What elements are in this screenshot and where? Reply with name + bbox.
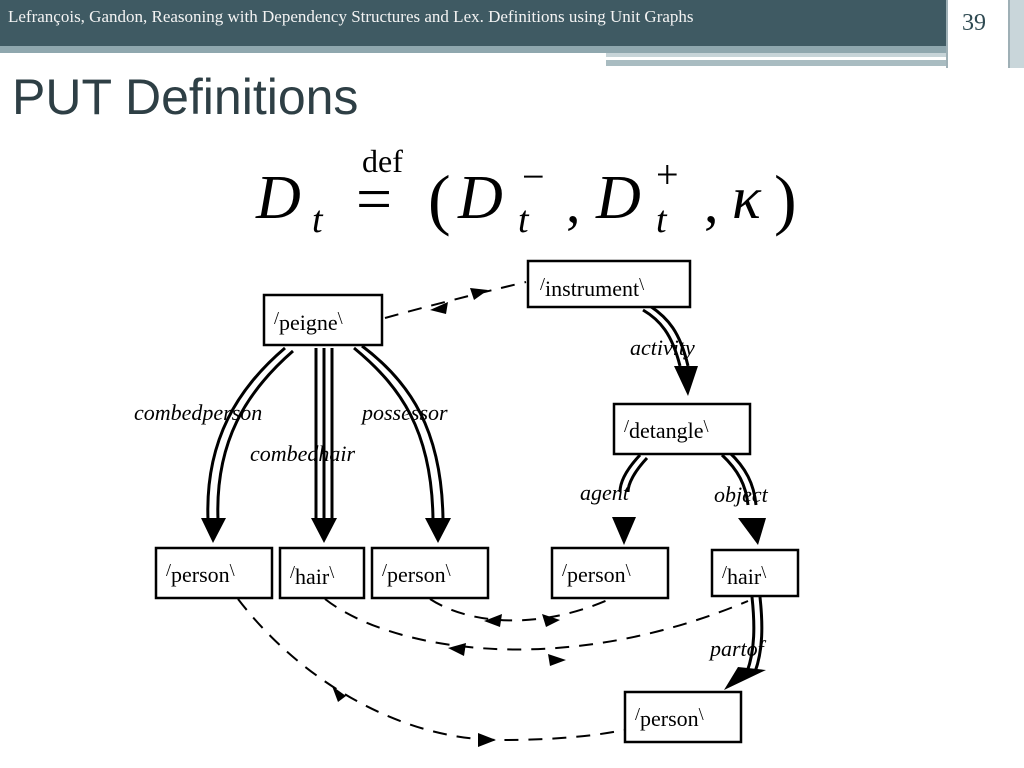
dashed-arrowhead-4 xyxy=(542,614,560,627)
node-hair-combed-text: hair xyxy=(295,564,330,589)
dashed-arrowhead-7 xyxy=(332,686,346,702)
arrowhead-agent xyxy=(612,517,636,545)
edge-activity xyxy=(642,304,690,367)
node-box-instrument xyxy=(526,259,692,309)
arrowhead-combedperson xyxy=(201,518,226,543)
edge-label-possessor: possessor xyxy=(360,400,448,425)
arrowhead-object xyxy=(738,518,766,545)
node-person-possessor-text: person xyxy=(387,562,446,587)
dashed-arrowhead-6 xyxy=(548,654,566,666)
header-rule-mid xyxy=(606,60,946,66)
node-peigne-text: peigne xyxy=(279,310,338,335)
node-hair-object-text: hair xyxy=(727,564,762,589)
edge-label-combedhair: combedhair xyxy=(250,441,356,466)
page-number: 39 xyxy=(962,10,986,36)
edge-object xyxy=(720,450,758,506)
formula-lhs-symbol: D xyxy=(255,164,301,232)
node-box-person-combed xyxy=(154,546,274,600)
definition-formula: D t def = ( D − t , D + t , κ ) xyxy=(255,143,797,241)
formula-d-plus: D xyxy=(595,164,641,232)
node-person-combed-text: person xyxy=(171,562,230,587)
arrowhead-partof xyxy=(724,667,766,690)
node-peigne-label: /peigne\ xyxy=(274,308,343,335)
node-box-hair-object xyxy=(710,548,800,598)
formula-minus-sup: − xyxy=(522,154,545,199)
edge-label-combedperson: combedperson xyxy=(134,400,262,425)
node-detangle-text: detangle xyxy=(629,418,704,443)
dashed-arrowhead-3 xyxy=(484,614,502,627)
formula-kappa: κ xyxy=(732,165,762,231)
dashed-arrowhead-1 xyxy=(430,302,448,314)
header-rule-light xyxy=(606,53,946,57)
edge-label-activity: activity xyxy=(630,335,695,360)
node-person-agent-label: /person\ xyxy=(562,560,631,587)
header-rule xyxy=(0,46,946,53)
node-hair-combed-label: /hair\ xyxy=(290,562,334,589)
node-person-combed-label: /person\ xyxy=(166,560,235,587)
node-instrument-text: instrument xyxy=(545,276,639,301)
formula-plus-sup: + xyxy=(656,152,679,197)
edge-label-partof: partof xyxy=(708,636,767,661)
dashed-arrowhead-5 xyxy=(448,643,466,656)
arrowhead-activity xyxy=(674,366,698,396)
formula-minus-sub: t xyxy=(518,199,530,241)
slide-title: PUT Definitions xyxy=(12,69,359,125)
dashed-arrowhead-8 xyxy=(478,733,496,747)
edge-partof xyxy=(745,596,764,673)
node-instrument-label: /instrument\ xyxy=(540,274,644,301)
page-number-box xyxy=(946,0,1010,68)
formula-close-paren: ) xyxy=(774,161,797,237)
coref-link-person-possessor-agent xyxy=(429,598,611,622)
formula-lhs-subscript: t xyxy=(312,199,324,241)
dashed-arrowhead-2 xyxy=(470,288,488,300)
node-box-person-agent xyxy=(550,546,670,600)
node-detangle-label: /detangle\ xyxy=(624,416,709,443)
edge-label-agent: agent xyxy=(580,480,630,505)
header-edge-strip xyxy=(1010,0,1024,68)
edge-combedhair xyxy=(314,348,334,520)
formula-open-paren: ( xyxy=(428,161,451,237)
formula-def-label: def xyxy=(362,143,403,179)
node-box-person-partof xyxy=(623,690,743,744)
node-box-detangle xyxy=(612,402,752,456)
arrowhead-combedhair xyxy=(311,518,337,543)
formula-d-minus: D xyxy=(457,164,503,232)
formula-comma-1: , xyxy=(566,170,581,235)
edge-agent xyxy=(618,453,649,493)
node-person-partof-label: /person\ xyxy=(635,704,704,731)
formula-comma-2: , xyxy=(704,170,719,235)
formula-equals: = xyxy=(356,163,392,234)
header-band xyxy=(0,0,1024,46)
node-box-hair-combed xyxy=(278,546,366,600)
coref-link-hair-hair xyxy=(324,598,749,651)
node-person-possessor-label: /person\ xyxy=(382,560,451,587)
edge-combedperson xyxy=(206,346,294,521)
arrowhead-possessor xyxy=(425,518,451,543)
coref-link-peigne-instrument xyxy=(384,281,527,319)
node-person-partof-text: person xyxy=(640,706,699,731)
formula-plus-sub: t xyxy=(656,199,668,241)
node-person-agent-text: person xyxy=(567,562,626,587)
node-hair-object-label: /hair\ xyxy=(722,562,766,589)
edge-possessor xyxy=(353,344,445,521)
node-box-peigne xyxy=(262,293,384,347)
header-title: Lefrançois, Gandon, Reasoning with Depen… xyxy=(8,7,694,26)
coref-link-person-partof xyxy=(237,598,625,742)
edge-label-object: object xyxy=(714,482,769,507)
node-box-person-possessor xyxy=(370,546,490,600)
